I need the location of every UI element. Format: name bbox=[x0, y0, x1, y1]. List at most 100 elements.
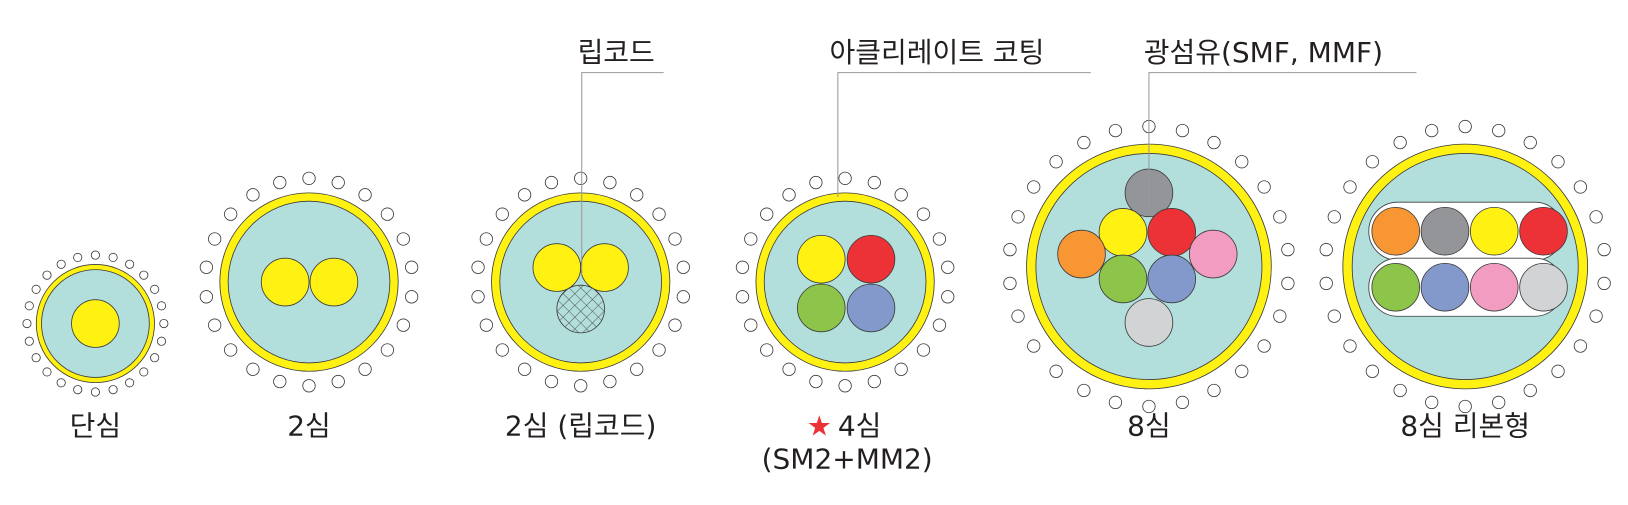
strength-member-dot bbox=[302, 171, 316, 185]
strength-member-dot bbox=[156, 301, 167, 311]
fiber-core bbox=[1124, 298, 1174, 347]
strength-member-dot bbox=[1492, 395, 1506, 410]
strength-member-dot bbox=[125, 378, 135, 388]
fiber-core bbox=[532, 243, 582, 292]
strength-member-dot bbox=[471, 260, 485, 274]
strength-member-dot bbox=[1523, 383, 1537, 398]
strength-member-dot bbox=[139, 367, 149, 377]
fiber-core bbox=[1469, 206, 1519, 256]
fiber-core bbox=[796, 283, 846, 333]
fiber-core bbox=[1420, 262, 1470, 312]
strength-member-dot bbox=[1257, 180, 1271, 194]
strength-member-dot bbox=[1597, 242, 1611, 257]
strength-member-dot bbox=[1327, 210, 1341, 224]
strength-member-dot bbox=[652, 343, 666, 357]
strength-member-dot bbox=[1551, 364, 1565, 378]
strength-member-dot bbox=[1319, 242, 1333, 257]
strength-member-dot bbox=[1551, 155, 1565, 169]
strength-member-dot bbox=[405, 260, 419, 274]
fiber-core bbox=[1420, 206, 1470, 256]
fiber-core bbox=[71, 299, 120, 348]
strength-member-dot bbox=[517, 362, 532, 376]
callout-coating: 아클리레이트 코팅 bbox=[830, 36, 1091, 198]
strength-member-dot bbox=[1273, 309, 1287, 323]
strength-member-dot bbox=[31, 284, 41, 294]
strength-member-dot bbox=[24, 336, 34, 346]
strength-member-dot bbox=[90, 387, 100, 397]
fiber-core bbox=[1098, 254, 1148, 304]
strength-member-dot bbox=[273, 175, 287, 190]
strength-member-dot bbox=[73, 385, 83, 395]
strength-member-dot bbox=[1011, 210, 1025, 224]
strength-member-dot bbox=[24, 301, 34, 311]
strength-member-dot bbox=[1365, 364, 1380, 378]
strength-member-dot bbox=[73, 252, 83, 262]
strength-member-dot bbox=[735, 260, 750, 274]
strength-member-dot bbox=[1343, 180, 1357, 194]
strength-member-dot bbox=[668, 232, 682, 246]
callout-fiber-leader bbox=[1148, 72, 1417, 208]
strength-member-dot bbox=[108, 252, 118, 262]
cable-four-core bbox=[735, 171, 955, 393]
strength-member-dot bbox=[941, 290, 955, 304]
label-single: 단심 bbox=[70, 410, 121, 443]
cable-two-core bbox=[199, 171, 419, 393]
fiber-core bbox=[1098, 208, 1148, 257]
fiber-core bbox=[796, 234, 846, 284]
strength-member-dot bbox=[1343, 339, 1357, 353]
label-four-sub: (SM2+MM2) bbox=[762, 443, 933, 476]
strength-member-dot bbox=[867, 175, 881, 190]
callout-coating-leader bbox=[837, 72, 1091, 198]
strength-member-dot bbox=[652, 207, 666, 221]
strength-member-dot bbox=[1425, 123, 1439, 138]
strength-member-dot bbox=[517, 188, 532, 202]
strength-member-dot bbox=[405, 290, 419, 304]
strength-member-dot bbox=[1207, 135, 1221, 150]
strength-member-dot bbox=[574, 171, 588, 185]
strength-member-dot bbox=[302, 379, 316, 393]
strength-member-dot bbox=[1458, 399, 1472, 414]
strength-member-dot bbox=[744, 318, 758, 332]
strength-member-dot bbox=[380, 207, 395, 221]
strength-member-dot bbox=[1257, 339, 1271, 353]
strength-member-dot bbox=[199, 290, 214, 304]
strength-member-dot bbox=[1273, 210, 1287, 224]
strength-member-dot bbox=[108, 385, 118, 395]
strength-member-dot bbox=[42, 270, 52, 280]
fiber-core bbox=[1147, 208, 1197, 257]
strength-member-dot bbox=[1027, 339, 1041, 353]
strength-member-dot bbox=[782, 362, 796, 376]
callout-fiber-label: 광섬유(SMF, MMF) bbox=[1144, 36, 1383, 69]
strength-member-dot bbox=[1175, 123, 1190, 138]
strength-member-dot bbox=[941, 260, 955, 274]
strength-member-dot bbox=[1393, 383, 1407, 398]
strength-member-dot bbox=[838, 171, 852, 185]
fiber-core bbox=[1371, 206, 1420, 256]
strength-member-dot bbox=[139, 270, 149, 280]
strength-member-dot bbox=[1281, 276, 1295, 291]
strength-member-dot bbox=[495, 343, 509, 357]
cable-single bbox=[22, 250, 169, 397]
strength-member-dot bbox=[150, 353, 160, 363]
strength-member-dot bbox=[1049, 364, 1063, 378]
strength-member-dot bbox=[495, 207, 509, 221]
strength-member-dot bbox=[358, 362, 372, 376]
label-four: 4심 bbox=[838, 410, 882, 443]
strength-member-dot bbox=[1207, 383, 1221, 398]
strength-member-dot bbox=[1425, 395, 1439, 410]
strength-member-dot bbox=[159, 318, 169, 329]
strength-member-dot bbox=[1235, 364, 1249, 378]
strength-member-dot bbox=[1077, 135, 1091, 150]
strength-member-dot bbox=[42, 367, 52, 377]
strength-member-dot bbox=[246, 188, 260, 202]
strength-member-dot bbox=[630, 188, 644, 202]
strength-member-dot bbox=[544, 374, 559, 389]
filler bbox=[499, 200, 662, 364]
strength-member-dot bbox=[224, 343, 238, 357]
strength-member-dot bbox=[760, 343, 774, 357]
fiber-core bbox=[1188, 229, 1238, 279]
strength-member-dot bbox=[331, 374, 345, 389]
cable-eight-ribbon bbox=[1319, 119, 1611, 414]
fiber-core bbox=[309, 257, 359, 307]
strength-member-dot bbox=[1393, 135, 1407, 150]
